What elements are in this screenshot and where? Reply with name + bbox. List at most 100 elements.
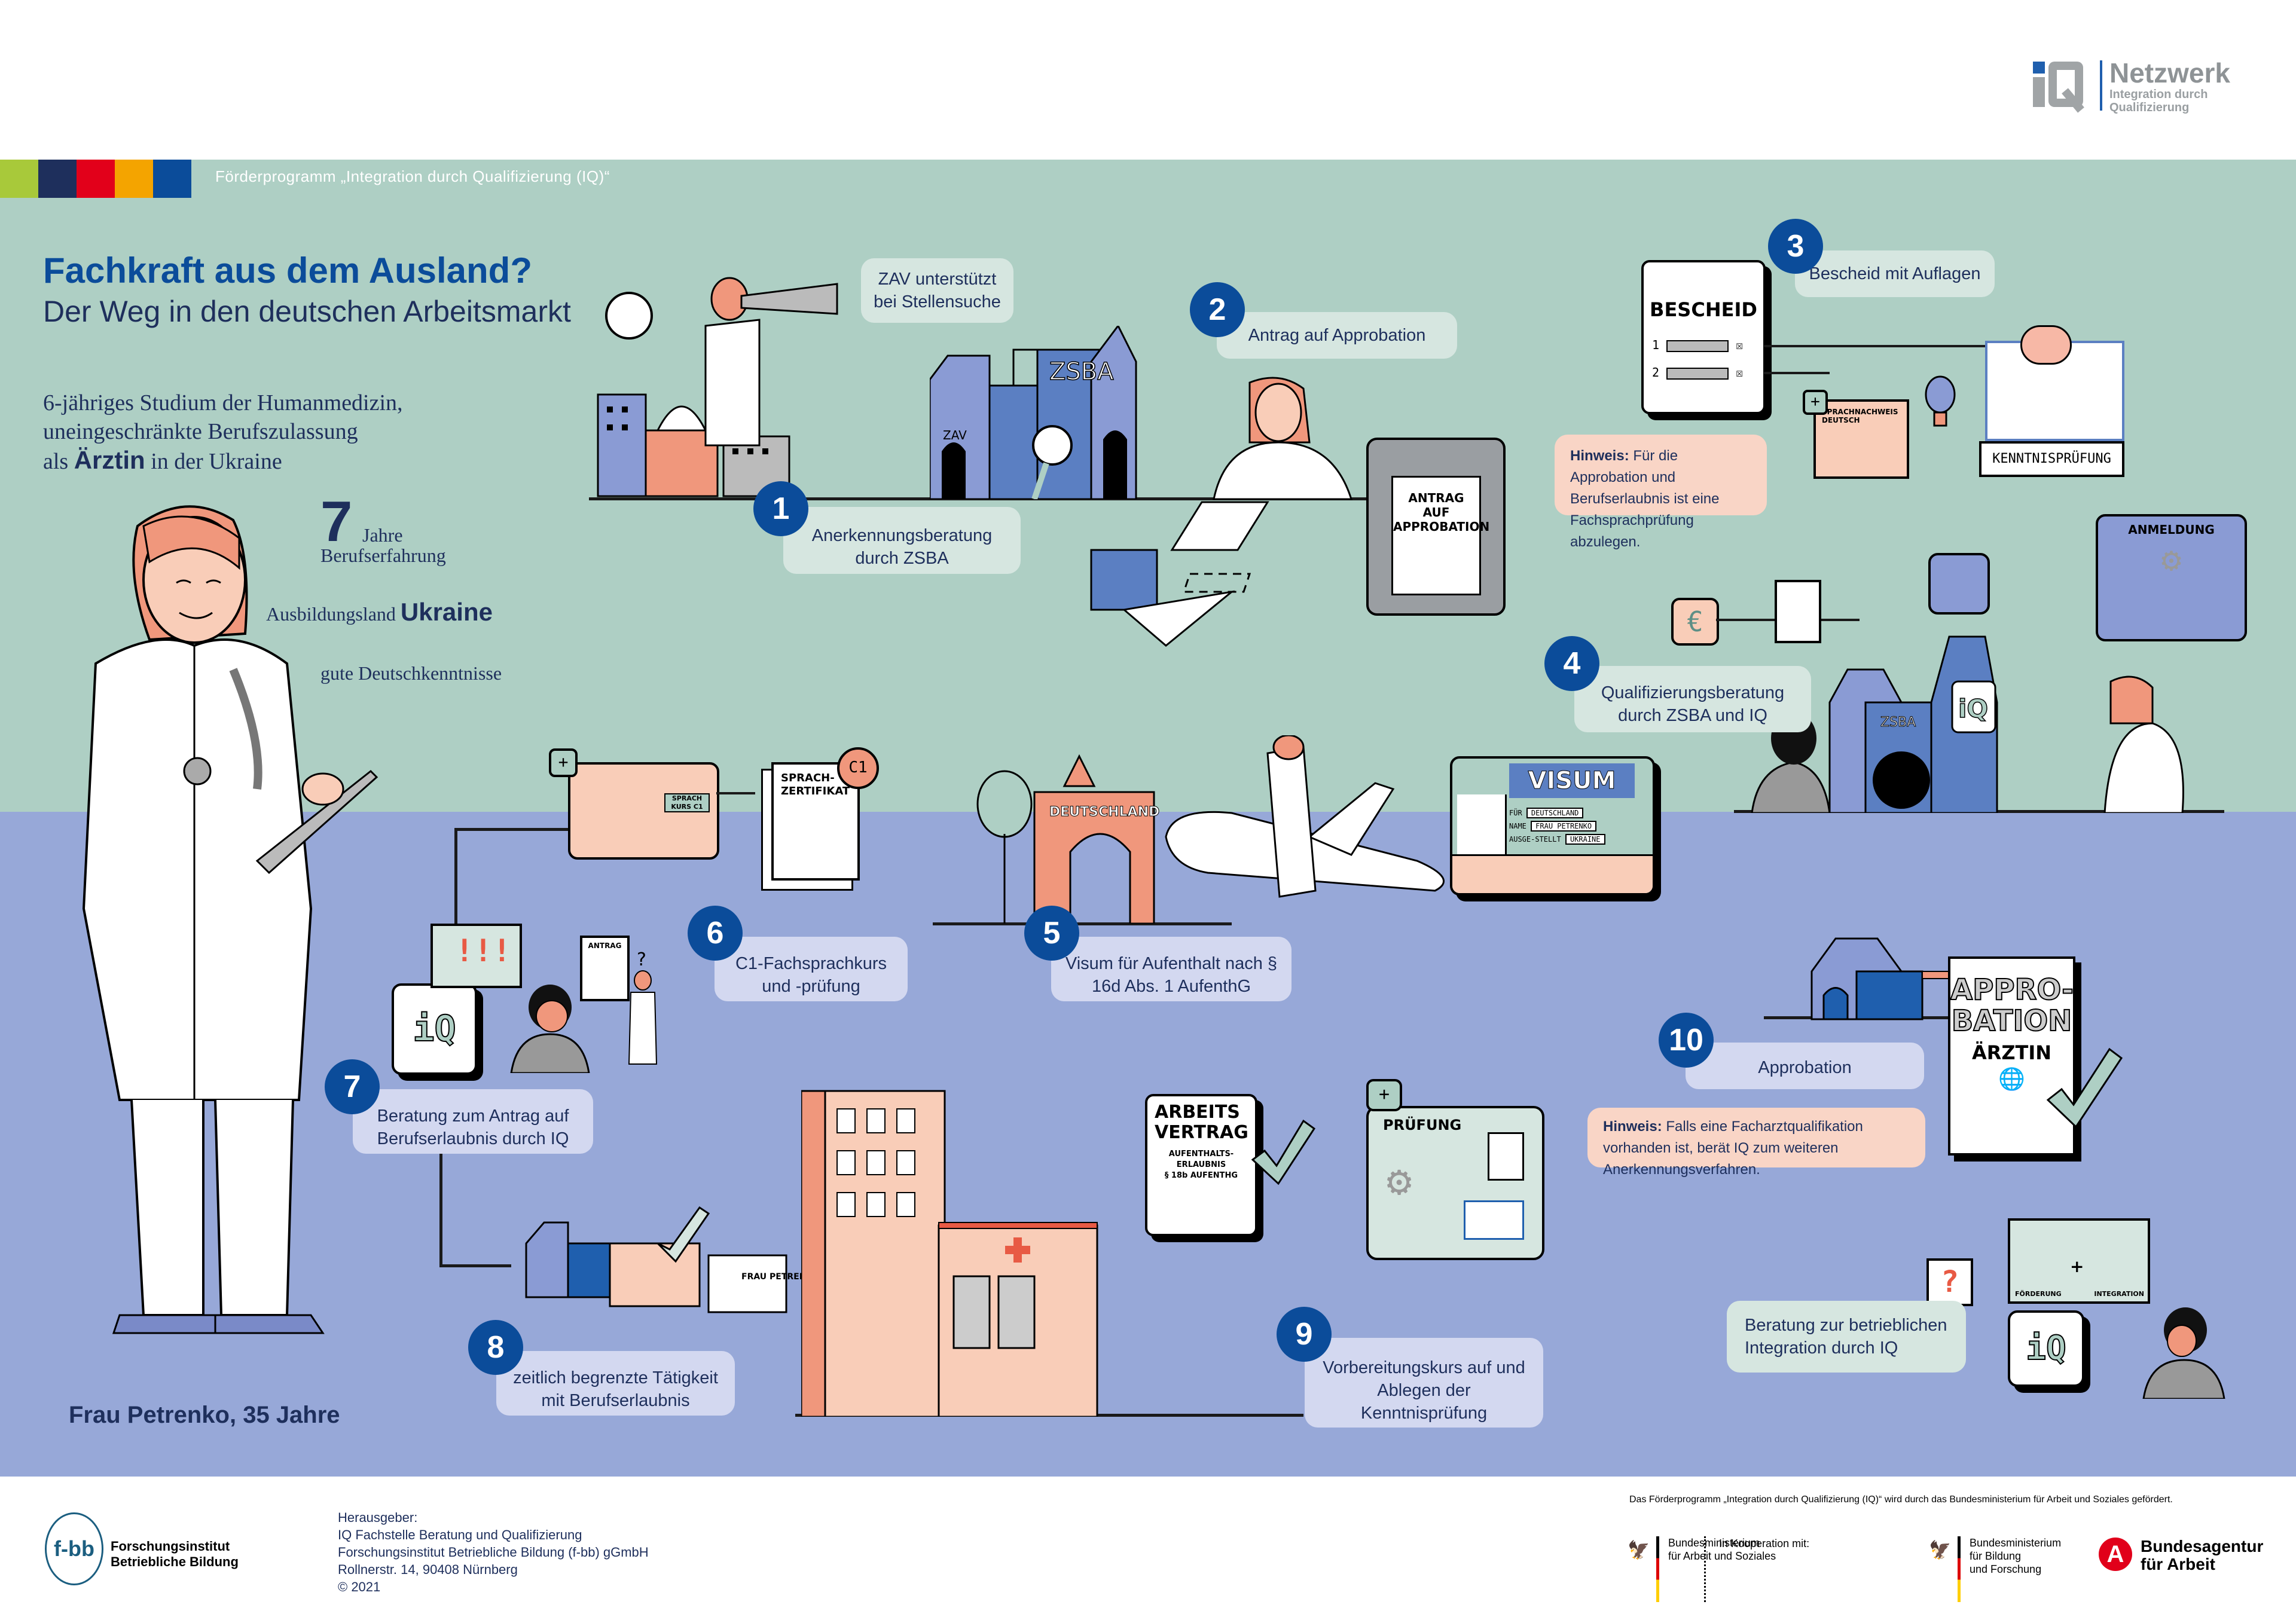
logo-i-dot (2033, 62, 2045, 74)
step-7-badge: 7 (325, 1059, 380, 1114)
antrag-approbation-document: ANTRAG AUF APPROBATION (1391, 476, 1489, 595)
globe-icon: 🌐 (1998, 1067, 2025, 1092)
plus-icon: + (549, 748, 578, 777)
profile-intro: 6-jähriges Studium der Humanmedizin, une… (43, 389, 403, 476)
kenntnis-book (1985, 325, 2124, 441)
bescheid-item-2-num: 2 (1652, 365, 1660, 380)
zsba-sign-2: ZSBA (1880, 715, 1916, 730)
bescheid-document: BESCHEID 1 ☒ 2 ☒ (1641, 260, 1766, 414)
step-6-label: C1-Fachsprachkurs und -prüfung (715, 937, 908, 1001)
document-icon (1488, 1132, 1524, 1181)
advisor-person-illustration (510, 985, 590, 1073)
profile-pre: als (43, 449, 69, 474)
logo-i-stem (2033, 77, 2045, 107)
approbation-title: APPRO-BATION (1950, 973, 2074, 1038)
publisher-line: Forschungsinstitut Betriebliche Bildung … (338, 1545, 649, 1560)
visum-card: VISUM FÜR DEUTSCHLAND NAME FRAU PETRENKO… (1450, 756, 1655, 895)
visum-field-country: FÜR DEUTSCHLAND (1509, 806, 1605, 820)
profile-post: in der Ukraine (151, 449, 282, 474)
exclaim-marks: !!! (455, 933, 511, 969)
lightbulb-icon (1925, 375, 1956, 427)
experience-label: Jahre Berufserfahrung (320, 525, 446, 566)
bmas-line2: für Arbeit und Soziales (1668, 1550, 1776, 1562)
bmbf-line3: und Forschung (1970, 1563, 2042, 1575)
deutschland-sign: DEUTSCHLAND (1049, 805, 1159, 820)
sprachnachweis-text: SPRACHNACHWEIS DEUTSCH (1822, 408, 1898, 424)
publisher-address: Rollnerstr. 14, 90408 Nürnberg (338, 1562, 518, 1577)
fbb-name: Forschungsinstitut Betriebliche Bildung (111, 1539, 239, 1570)
visum-field-name: NAME FRAU PETRENKO (1509, 820, 1605, 833)
color-stripe-blue (153, 160, 191, 198)
fbb-name-line1: Forschungsinstitut (111, 1539, 230, 1554)
step-10-label: Approbation (1686, 1043, 1924, 1089)
country-value: Ukraine (400, 598, 493, 626)
hint-text: Falls eine Facharztqualifikation vorhand… (1603, 1118, 1863, 1178)
step-3-badge: 3 (1768, 219, 1823, 274)
country-label: Ausbildungsland (266, 603, 396, 625)
plus-icon: + (1803, 390, 1828, 415)
doctor-illustration (82, 505, 378, 1334)
sprachkurs-panel: SPRACH KURS C1 (568, 762, 719, 860)
hint-text: Für die Approbation und Berufserlaubnis … (1570, 448, 1720, 550)
form-document-icon (1775, 580, 1821, 643)
zsba-sign: ZSBA (1049, 358, 1114, 386)
bescheid-item-1: 1 ☒ (1652, 338, 1744, 352)
federal-eagle-icon: 🦅 (1929, 1541, 1952, 1560)
logo-separator (2100, 60, 2102, 111)
foerderung-label: FÖRDERUNG (2015, 1290, 2062, 1298)
paperwork-illustration (1090, 501, 1269, 647)
color-stripe-orange (115, 160, 153, 198)
visum-field-key: NAME (1509, 822, 1526, 830)
hint-label: Hinweis: (1603, 1118, 1662, 1135)
question-bubble: ? (1926, 1258, 1973, 1306)
person-name: Frau Petrenko, 35 Jahre (69, 1402, 340, 1428)
writing-doctor-illustration (1213, 377, 1353, 500)
fbb-logo[interactable]: f-bb (45, 1512, 103, 1585)
profile-intro-line2: uneingeschränkte Berufszulassung (43, 419, 358, 444)
arrow-to-certificate (716, 792, 755, 794)
logo-name: Netzwerk (2109, 57, 2230, 88)
antrag-form: ANTRAG (580, 936, 630, 1001)
checkmark-icon (2046, 1047, 2123, 1129)
integration-label-small: INTEGRATION (2094, 1290, 2144, 1298)
approbation-certificate: APPRO-BATION ÄRZTIN 🌐 (1948, 956, 2075, 1156)
bmbf-line1: Bundesministerium (1970, 1537, 2062, 1549)
bundesagentur-name: Bundesagentur für Arbeit (2141, 1538, 2263, 1573)
connector-line-6 (454, 828, 574, 831)
hint-note-2: Hinweis: Falls eine Facharztqualifikatio… (1587, 1108, 1925, 1178)
bmas-logo[interactable]: Bundesministerium für Arbeit und Soziale… (1668, 1536, 1776, 1563)
binoculars-person-illustration (704, 277, 838, 447)
program-label: Förderprogramm „Integration durch Qualif… (215, 167, 610, 185)
hint-label: Hinweis: (1570, 448, 1629, 464)
visum-field-key: FÜR (1509, 809, 1522, 817)
publisher-heading: Herausgeber: (338, 1510, 418, 1525)
iq-logo-card: iQ (392, 983, 477, 1075)
sprachkurs-board: SPRACH KURS C1 (664, 793, 710, 812)
profession: Ärztin (74, 446, 145, 474)
step-9-badge: 9 (1277, 1307, 1332, 1362)
page-subtitle: Der Weg in den deutschen Arbeitsmarkt (43, 295, 571, 328)
visum-field-issued: AUSGE-STELLT UKRAINE (1509, 833, 1605, 846)
ground-line-step5 (933, 922, 1232, 925)
bmbf-logo[interactable]: Bundesministerium für Bildung und Forsch… (1970, 1536, 2061, 1576)
bescheid-title: BESCHEID (1650, 298, 1757, 321)
paragraph-text: § 18b AUFENTHG (1164, 1171, 1238, 1180)
hint-note-1: Hinweis: Für die Approbation und Berufse… (1555, 435, 1767, 550)
hospital-illustration (801, 1090, 1098, 1417)
step-7-label: Beratung zum Antrag auf Berufserlaubnis … (353, 1089, 593, 1154)
step-9-label: Vorbereitungskurs auf und Ablegen der Ke… (1305, 1338, 1543, 1428)
authority-building-illustration (1810, 937, 1955, 1020)
employer-person-illustration (2142, 1307, 2225, 1399)
visum-field-key: AUSGE-STELLT (1509, 835, 1561, 843)
visum-photo (1457, 794, 1507, 854)
bundesagentur-logo-icon[interactable]: A (2099, 1538, 2132, 1571)
kenntnispruefung-label: KENNTNISPRÜFUNG (1979, 441, 2124, 477)
plus-icon: + (1366, 1079, 1402, 1111)
publisher-info: Herausgeber: IQ Fachstelle Beratung und … (338, 1509, 649, 1596)
permit-handover-illustration: FRAU PETRENKO (525, 1206, 813, 1313)
step-4-label: Qualifizierungsberatung durch ZSBA und I… (1574, 666, 1811, 732)
logo-subtitle: Integration durch Qualifizierung (2109, 88, 2208, 114)
training-country: Ausbildungsland Ukraine (266, 598, 493, 626)
iq-netzwerk-logo[interactable]: Netzwerk Integration durch Qualifizierun… (2033, 57, 2272, 117)
ba-line2: für Arbeit (2141, 1555, 2215, 1573)
